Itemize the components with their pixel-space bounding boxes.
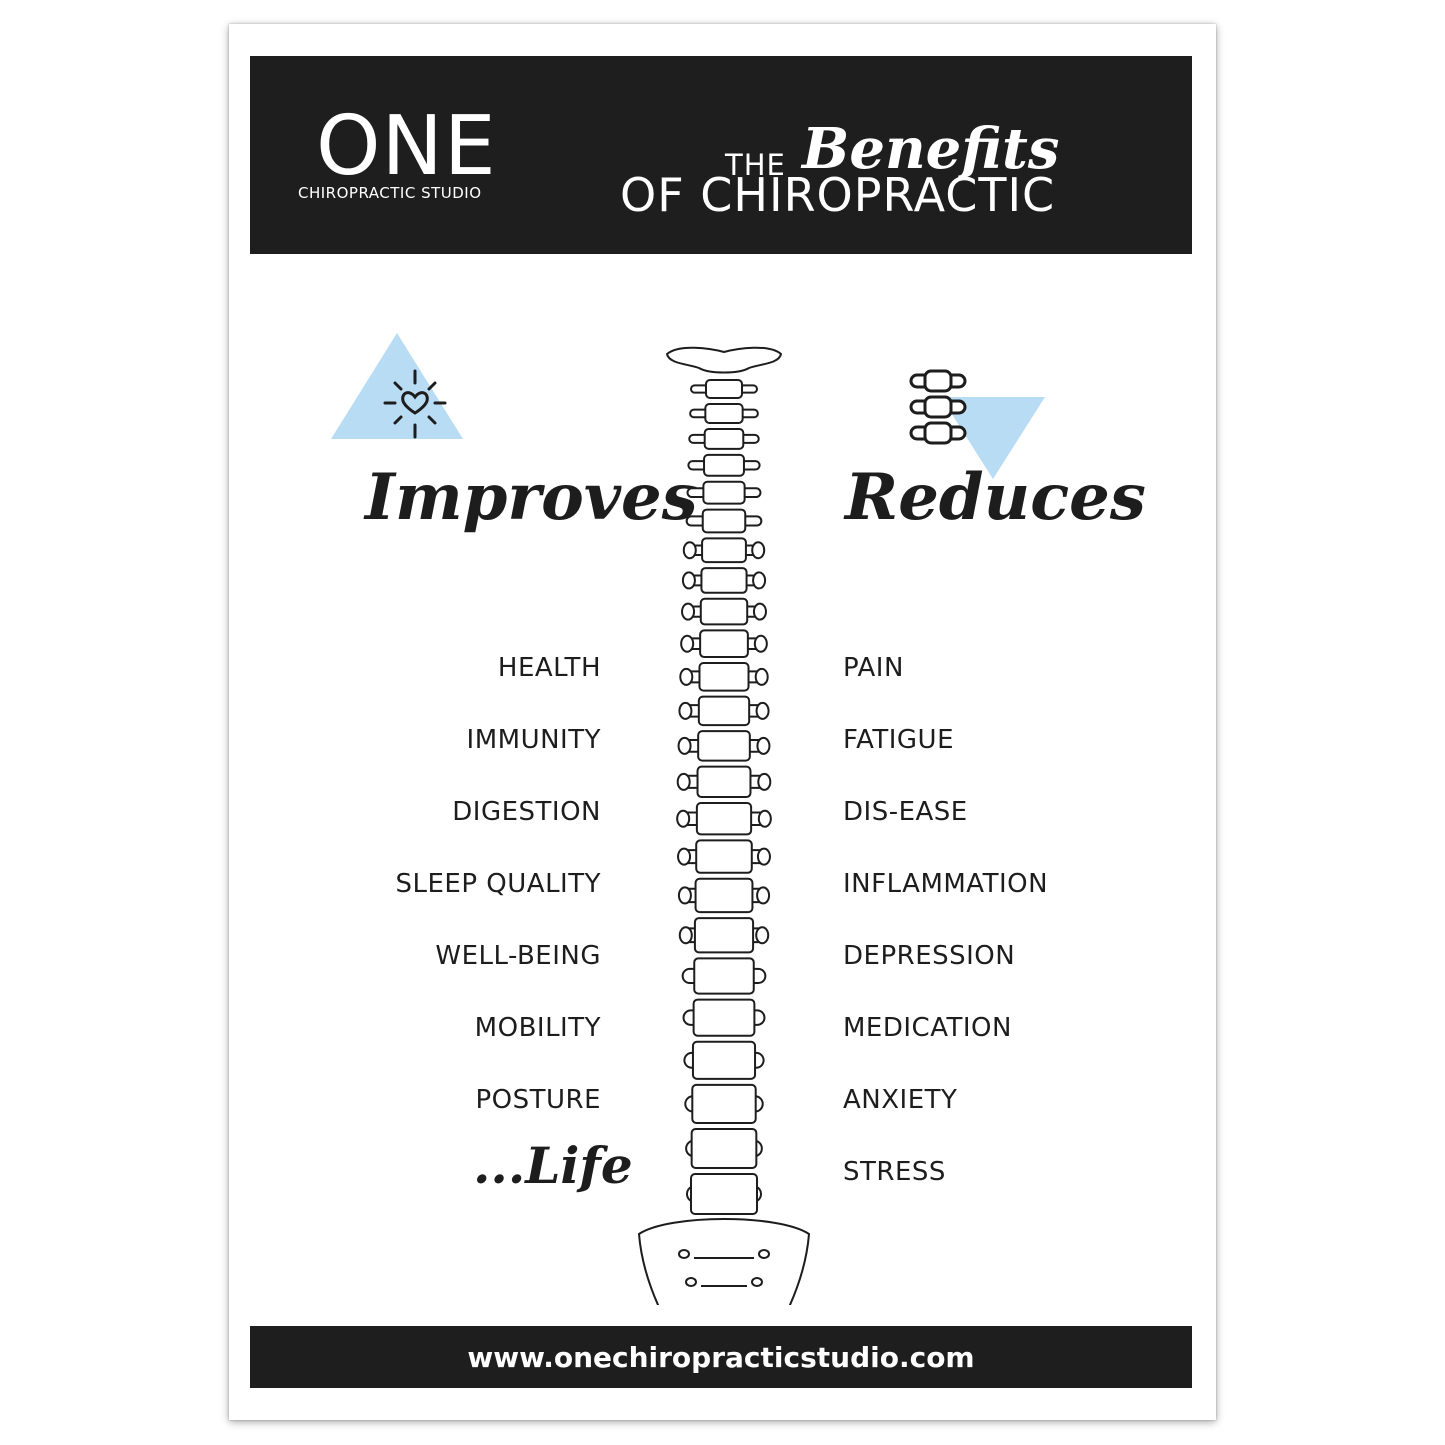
spine-vertebra	[699, 629, 749, 659]
spine-atlas	[665, 346, 783, 374]
spine-vertebra	[703, 427, 745, 450]
improves-item: DIGESTION	[452, 797, 601, 827]
logo-subtitle: CHIROPRACTIC STUDIO	[298, 184, 482, 202]
life-closing: ...Life	[473, 1136, 633, 1195]
website-url: www.onechiropracticstudio.com	[467, 1340, 975, 1374]
spine-vertebra	[699, 597, 749, 626]
spine-rib-joint	[677, 736, 692, 755]
spine-rib-joint	[679, 667, 694, 686]
improves-item: IMMUNITY	[466, 725, 601, 755]
spine-rib-joint	[682, 541, 697, 560]
spine-vertebra	[696, 765, 752, 799]
spine-vertebra	[691, 1040, 757, 1080]
spine-rib-joint	[677, 847, 692, 866]
spine-rib-joint	[754, 667, 769, 686]
title-benefits: Benefits	[802, 116, 1060, 182]
improves-list: HEALTH IMMUNITY DIGESTION SLEEP QUALITY …	[289, 632, 601, 1136]
spine-rib-joint	[753, 634, 768, 653]
spine-rib-joint	[676, 772, 691, 791]
improves-item: HEALTH	[497, 653, 601, 683]
spine-rib-joint	[756, 886, 771, 905]
spine-vertebra	[690, 1127, 758, 1170]
spine-vertebra	[703, 453, 745, 477]
spine-vertebra	[694, 877, 754, 914]
improves-item: WELL-BEING	[435, 941, 601, 971]
spine-foramen	[685, 1277, 697, 1287]
vertebrae-icon	[909, 369, 1045, 479]
spine-vertebra	[705, 379, 743, 399]
spine-foramen	[678, 1249, 690, 1259]
spine-rib-joint	[680, 634, 695, 653]
spine-rib-joint	[677, 886, 692, 905]
improves-item: POSTURE	[475, 1085, 601, 1115]
spine-vertebra	[700, 567, 748, 594]
spine-rib-joint	[755, 926, 770, 945]
spine-vertebra	[704, 403, 744, 424]
improves-item: SLEEP QUALITY	[395, 869, 601, 899]
spine-sacrum	[637, 1218, 811, 1305]
reduces-item: DEPRESSION	[843, 941, 1016, 971]
header-banner: ONE CHIROPRACTIC STUDIO THE Benefits OF …	[250, 56, 1192, 254]
reduces-item: STRESS	[843, 1157, 946, 1187]
spine-illustration	[637, 346, 811, 1305]
reduces-item: INFLAMMATION	[843, 869, 1049, 899]
spine-rib-joint	[755, 701, 770, 720]
spine-rib-joint	[756, 736, 771, 755]
poster: ONE CHIROPRACTIC STUDIO THE Benefits OF …	[229, 24, 1216, 1420]
spine-rib-joint	[681, 602, 696, 621]
spine-vertebra	[690, 1173, 758, 1215]
spine-rib-joint	[681, 571, 696, 590]
spine-rib-joint	[678, 701, 693, 720]
reduces-item: DIS-EASE	[843, 797, 968, 827]
spine-vertebra	[702, 480, 746, 505]
improves-item: MOBILITY	[474, 1013, 601, 1043]
spine-foramen	[758, 1249, 770, 1259]
reduces-list: PAIN FATIGUE DIS-EASE INFLAMMATION DEPRE…	[843, 632, 1173, 1208]
spine-foramen	[751, 1277, 763, 1287]
reduces-item: ANXIETY	[843, 1085, 958, 1115]
spine-vertebra	[701, 537, 747, 564]
reduces-item: PAIN	[843, 653, 904, 683]
reduces-item: FATIGUE	[843, 725, 954, 755]
spine-vertebra	[693, 957, 755, 995]
spine-rib-joint	[757, 772, 772, 791]
spine-rib-joint	[752, 571, 767, 590]
spine-vertebra	[691, 1083, 757, 1124]
heading-improves: Improves	[365, 460, 698, 535]
spine-vertebra	[692, 998, 756, 1037]
spine-rib-joint	[757, 809, 772, 828]
reduces-item: MEDICATION	[843, 1013, 1012, 1043]
spine-rib-joint	[752, 602, 767, 621]
heading-reduces: Reduces	[845, 460, 1146, 535]
spine-rib-joint	[676, 809, 691, 828]
title-the: THE	[725, 148, 786, 182]
logo-mark: ONE	[316, 99, 497, 194]
spine-rib-joint	[751, 541, 766, 560]
spine-vertebra	[693, 917, 755, 954]
spine-rib-joint	[756, 847, 771, 866]
spine-vertebra	[701, 508, 747, 534]
spine-vertebra	[695, 839, 753, 874]
spine-vertebra	[695, 802, 753, 836]
footer-banner: www.onechiropracticstudio.com	[250, 1326, 1192, 1388]
spine-vertebra	[698, 662, 750, 692]
spine-vertebra	[697, 730, 751, 762]
sun-heart-icon	[331, 333, 463, 439]
spine-rib-joint	[678, 926, 693, 945]
title-main: OF CHIROPRACTIC	[620, 168, 1056, 222]
spine-vertebra	[697, 695, 751, 727]
